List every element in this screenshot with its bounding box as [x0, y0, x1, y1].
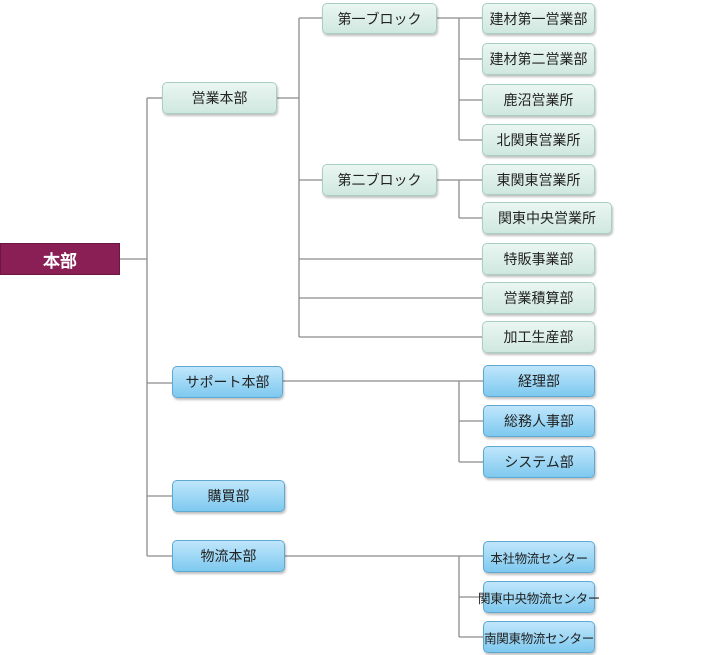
tokuhan-node: 特販事業部 [482, 243, 595, 275]
sales-hq-node: 営業本部 [162, 82, 277, 114]
block1-node: 第一ブロック [322, 3, 437, 34]
kenzai2-node: 建材第二営業部 [482, 43, 595, 75]
root-node: 本部 [0, 243, 120, 275]
block2-node: 第二ブロック [322, 164, 437, 196]
logistics-hq-node: 物流本部 [172, 540, 285, 572]
kantochuo-node: 関東中央営業所 [482, 202, 612, 234]
somu-node: 総務人事部 [483, 405, 595, 437]
kobai-node: 購買部 [172, 480, 285, 512]
keiri-node: 経理部 [483, 365, 595, 397]
support-hq-node: サポート本部 [172, 366, 283, 398]
kitakanto-node: 北関東営業所 [482, 124, 595, 156]
center-honsha-node: 本社物流センター [483, 541, 595, 573]
center-kantochuo-node: 関東中央物流センター [478, 581, 600, 613]
higashikanto-node: 東関東営業所 [482, 164, 595, 195]
system-node: システム部 [483, 446, 595, 478]
center-minamikanto-node: 南関東物流センター [483, 621, 595, 653]
sekisan-node: 営業積算部 [482, 282, 595, 314]
kenzai1-node: 建材第一営業部 [482, 3, 595, 34]
kanuma-node: 鹿沼営業所 [482, 84, 595, 116]
kakou-node: 加工生産部 [482, 321, 595, 353]
